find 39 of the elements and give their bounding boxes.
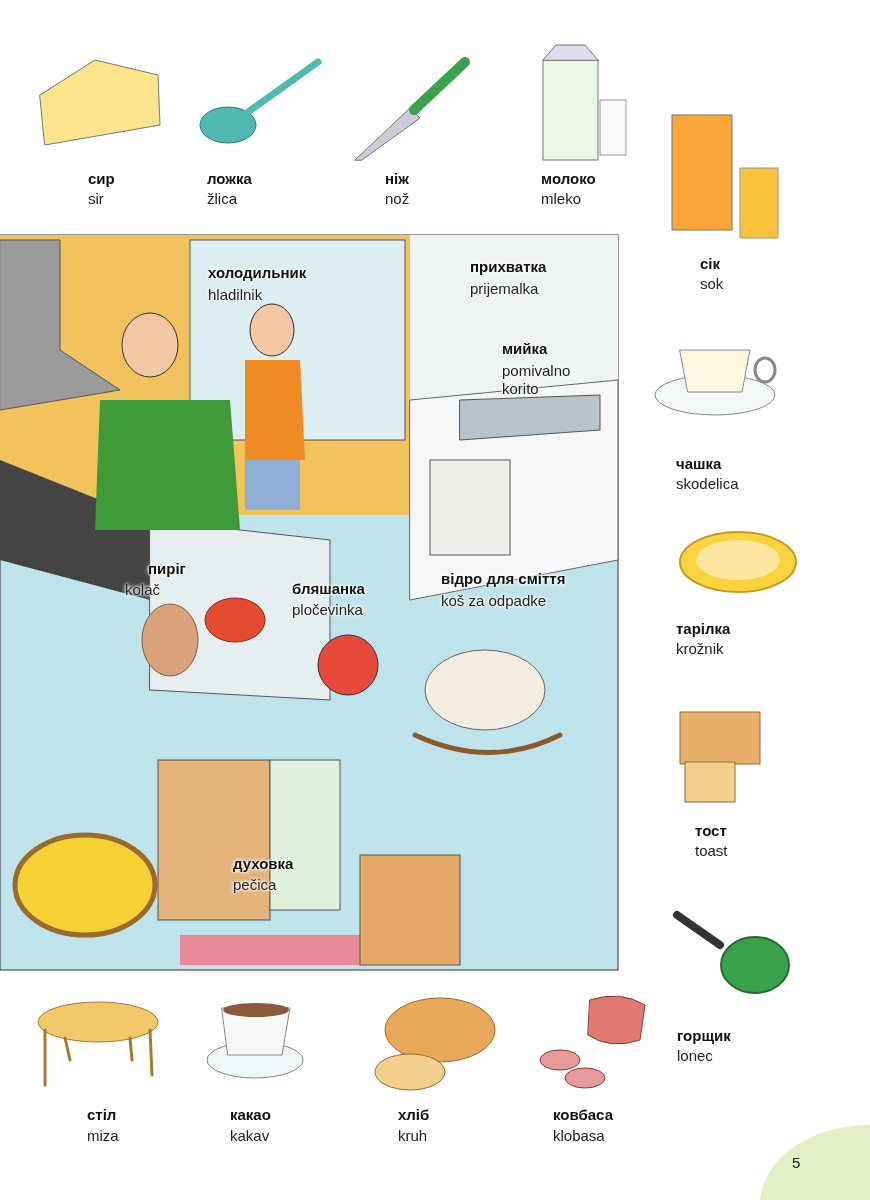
term: мийка (502, 340, 548, 358)
term: бляшанка (292, 580, 365, 598)
translation: miza (87, 1127, 119, 1145)
translation: koš za odpadke (441, 592, 547, 610)
translation: toast (695, 842, 728, 860)
translation: sok (700, 275, 724, 293)
term: холодильник (208, 264, 307, 282)
term: прихватка (470, 258, 547, 276)
term: горщик (677, 1027, 731, 1045)
translation: kruh (398, 1127, 428, 1145)
term: хліб (398, 1106, 430, 1124)
term: молоко (541, 170, 596, 188)
translation: skodelica (676, 475, 739, 493)
translation: mleko (541, 190, 581, 208)
term: сир (88, 170, 115, 188)
translation: lonec (677, 1047, 713, 1065)
term: відро для сміття (441, 570, 566, 588)
term: ковбаса (553, 1106, 613, 1124)
term: тост (695, 822, 727, 840)
term: какао (230, 1106, 271, 1124)
term: ніж (385, 170, 409, 188)
term: ложка (207, 170, 252, 188)
translation: prijemalka (470, 280, 539, 298)
translation: klobasa (553, 1127, 605, 1145)
translation: hladilnik (208, 286, 263, 304)
translation: sir (88, 190, 104, 208)
term: чашка (676, 455, 722, 473)
translation: žlica (207, 190, 237, 208)
translation: pomivalno korito (502, 362, 572, 398)
term: тарілка (676, 620, 731, 638)
term: духовка (233, 855, 294, 873)
translation: krožnik (676, 640, 724, 658)
translation: pečica (233, 876, 277, 894)
translation: kakav (230, 1127, 270, 1145)
translation: pločevinka (292, 601, 363, 619)
term: стіл (87, 1106, 117, 1124)
term: сік (700, 255, 721, 273)
page-number: 5 (792, 1154, 801, 1172)
translation: nož (385, 190, 410, 208)
